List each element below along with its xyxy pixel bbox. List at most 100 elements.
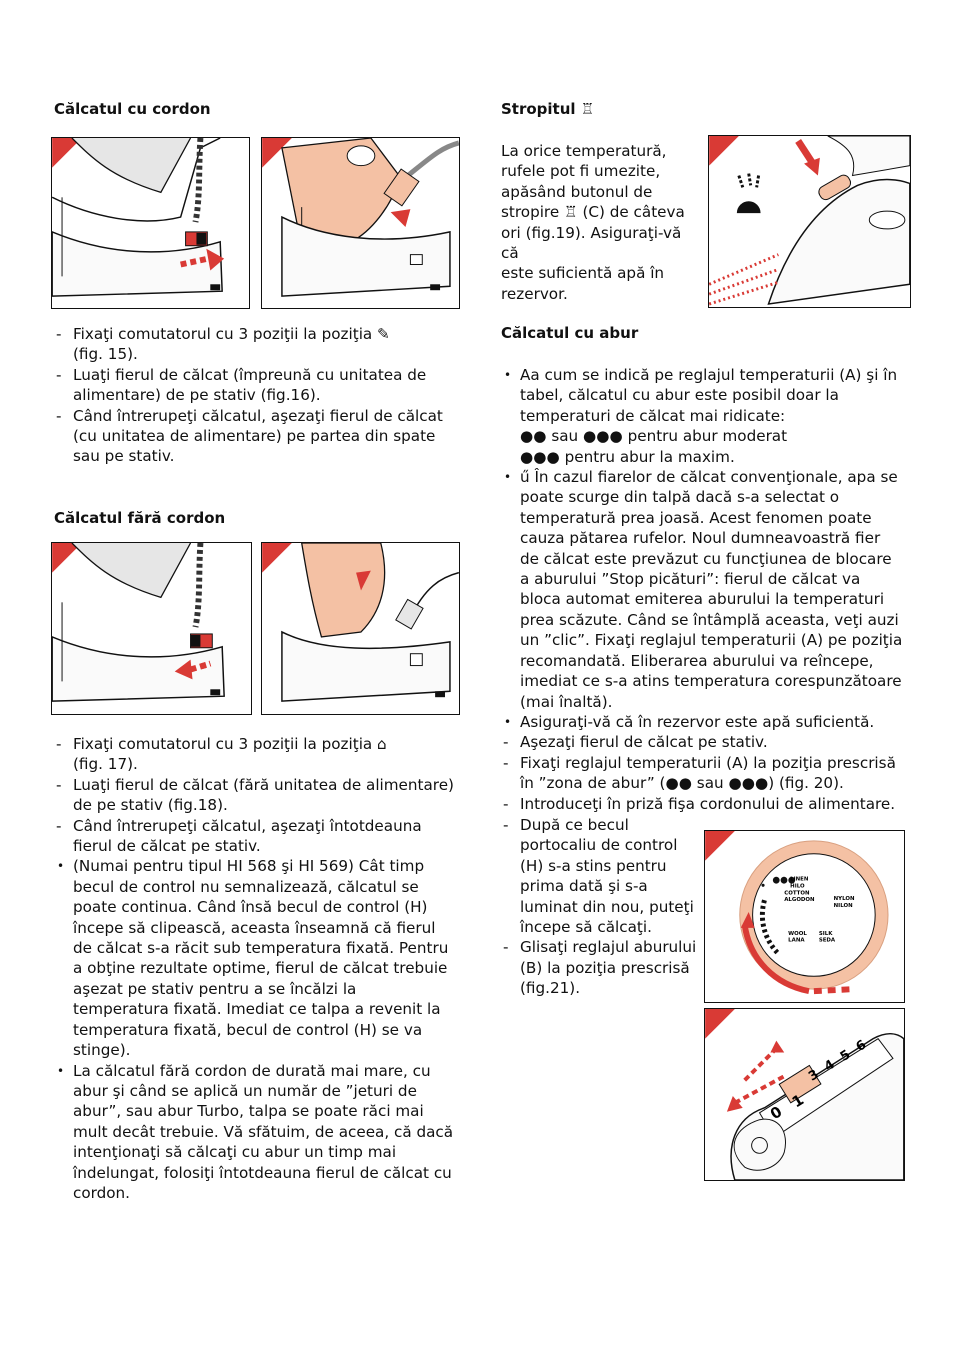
list-marker: • [57, 859, 65, 874]
list-item: -Luaţi fierul de călcat (împreună cu uni… [54, 365, 454, 406]
list-marker: - [503, 753, 509, 772]
heading-corded-ironing: Călcatul cu cordon [54, 100, 211, 118]
list-item: -Fixaţi comutatorul cu 3 poziţii la pozi… [54, 734, 454, 754]
text-line: După ce becul [520, 816, 629, 834]
text-line: rufele pot fi umezite, [501, 162, 661, 181]
text-line: luminat din nou, puteţi [520, 897, 694, 916]
list-text: (Numai pentru tipul HI 568 şi HI 569) Câ… [73, 857, 449, 1060]
figure-15 [51, 137, 250, 309]
svg-text:•: • [758, 881, 769, 892]
figure-17 [51, 542, 252, 715]
list-text: (fig. 15). [73, 345, 138, 364]
dial-label-wool: WOOL [788, 931, 807, 937]
dial-label-seda: SEDA [819, 938, 836, 944]
list-item: -Fixaţi reglajul temperaturii (A) la poz… [501, 753, 903, 794]
list-text: Când întrerupeţi călcatul, aşezaţi fieru… [73, 406, 443, 466]
list-text: Fixaţi reglajul temperaturii (A) la pozi… [520, 753, 896, 793]
list-text: Aa cum se indică pe reglajul temperaturi… [520, 366, 898, 425]
figure-17-drawing [52, 543, 225, 702]
list-marker: • [57, 1063, 65, 1078]
figure-16 [261, 137, 460, 309]
list-item: •Aa cum se indică pe reglajul temperatur… [501, 365, 903, 426]
list-text: Luaţi fierul de călcat (fără unitatea de… [73, 775, 454, 815]
heading-cordless-ironing: Călcatul fără cordon [54, 509, 226, 527]
text-line: (H) s-a stins pentru [520, 856, 667, 875]
text-line: La orice temperatură, [501, 142, 667, 160]
figure-16-drawing [262, 138, 459, 297]
figure-21-drawing: 0 1 3 4 5 6 [705, 1009, 904, 1180]
list-item: • ű În cazul fiarelor de călcat convenţio… [501, 467, 903, 712]
cordless-instructions: -Fixaţi comutatorul cu 3 poziţii la pozi… [54, 734, 454, 1203]
list-marker: - [56, 365, 62, 384]
list-text: Introduceţi în priză fişa cordonului de … [520, 794, 896, 813]
figure-21: 0 1 3 4 5 6 [704, 1008, 905, 1181]
figure-18 [261, 542, 460, 715]
figure-19-drawing [709, 136, 910, 306]
list-item: (fig. 17). [54, 754, 454, 774]
list-marker: - [503, 733, 509, 752]
dial-label-cotton: COTTON [784, 890, 810, 896]
list-item: -Fixaţi comutatorul cu 3 poziţii la pozi… [54, 324, 454, 344]
list-text: La călcatul fără cordon de durată mai ma… [73, 1061, 454, 1202]
list-marker: - [56, 775, 62, 794]
spray-paragraph: La orice temperatură, rufele pot fi umez… [501, 141, 701, 304]
list-marker: - [503, 816, 509, 834]
list-marker: • [504, 714, 512, 729]
list-marker: - [56, 735, 62, 753]
list-item: • La călcatul fără cordon de durată mai m… [54, 1061, 454, 1204]
figure-20-drawing: ●●● • LINEN HILO COTTON ALGODON NYLON NI… [705, 831, 889, 995]
list-text: ű În cazul fiarelor de călcat convenţion… [520, 468, 903, 711]
figure-18-drawing [262, 543, 459, 702]
list-item: -Luaţi fierul de călcat (fără unitatea d… [54, 775, 454, 816]
list-item: -Aşezaţi fierul de călcat pe stativ. [501, 732, 903, 752]
list-item: • (Numai pentru tipul HI 568 şi HI 569) C… [54, 856, 454, 1060]
list-item: -Când întrerupeţi călcatul, aşezaţi fier… [54, 406, 454, 467]
list-text: Fixaţi comutatorul cu 3 poziţii la poziţ… [73, 735, 387, 753]
list-item: -Introduceţi în priză fişa cordonului de… [501, 794, 903, 814]
list-marker: - [56, 816, 62, 835]
list-marker: • [504, 470, 512, 485]
text-line: (B) la poziţia prescrisă [520, 958, 690, 977]
list-item: ●● sau ●●● pentru abur moderat [501, 426, 903, 446]
text-line: începe să călcaţi. [520, 918, 652, 937]
dial-label-lana: LANA [788, 938, 805, 944]
svg-text:●●●: ●●● [772, 875, 795, 885]
text-line: (fig.21). [520, 979, 581, 998]
figure-15-drawing [52, 138, 225, 297]
list-item: -Când întrerupeţi călcatul, aşezaţi înto… [54, 816, 454, 857]
corded-instructions: - Fixaţi comutatorul cu 3 poziţii la pozi… [54, 324, 454, 467]
dial-label-hilo: HILO [790, 883, 805, 889]
heading-spraying: Stropitul ♖ [501, 100, 595, 118]
figure-19 [708, 135, 911, 308]
list-text: Aşezaţi fierul de călcat pe stativ. [520, 733, 768, 752]
list-item: - După ce becul portocaliu de control (H… [501, 815, 701, 937]
list-marker: - [56, 406, 62, 425]
list-item: - Glisaţi reglajul aburului (B) la poziţ… [501, 937, 701, 998]
dial-label-nylon: NYLON [834, 896, 855, 902]
text-line: stropire ♖ (C) de câteva [501, 203, 685, 222]
dial-label-nilon: NILON [834, 903, 853, 909]
heading-steam-ironing: Călcatul cu abur [501, 324, 639, 342]
list-item: ●●● pentru abur la maxim. [501, 447, 903, 467]
figure-20: ●●● • LINEN HILO COTTON ALGODON NYLON NI… [704, 830, 905, 1003]
list-text: Fixaţi comutatorul cu 3 poziţii la poziţ… [73, 325, 390, 343]
list-text: Luaţi fierul de călcat (împreună cu unit… [73, 365, 427, 405]
list-text: ●●● pentru abur la maxim. [520, 447, 735, 466]
dial-label-linen: LINEN [790, 876, 809, 882]
text-line: apăsând butonul de [501, 182, 653, 201]
list-marker: - [503, 794, 509, 813]
text-line: ori (fig.19). Asiguraţi-vă că [501, 223, 682, 263]
steam-instructions-narrow: - După ce becul portocaliu de control (H… [501, 815, 701, 999]
dial-label-algodon: ALGODON [784, 897, 815, 903]
list-text: (fig. 17). [73, 755, 138, 774]
list-text: Asiguraţi-vă că în rezervor este apă suf… [520, 712, 875, 731]
text-line: este suficientă apă în [501, 264, 665, 283]
list-item: • Asiguraţi-vă că în rezervor este apă su… [501, 712, 903, 732]
text-line: prima dată şi s-a [520, 877, 648, 896]
list-text: ●● sau ●●● pentru abur moderat [520, 427, 788, 446]
text-line: portocaliu de control [520, 836, 678, 855]
dial-label-silk: SILK [819, 931, 833, 937]
list-marker: - [503, 938, 509, 957]
text-line: rezervor. [501, 284, 568, 303]
text-line: Glisaţi reglajul aburului [520, 938, 697, 957]
